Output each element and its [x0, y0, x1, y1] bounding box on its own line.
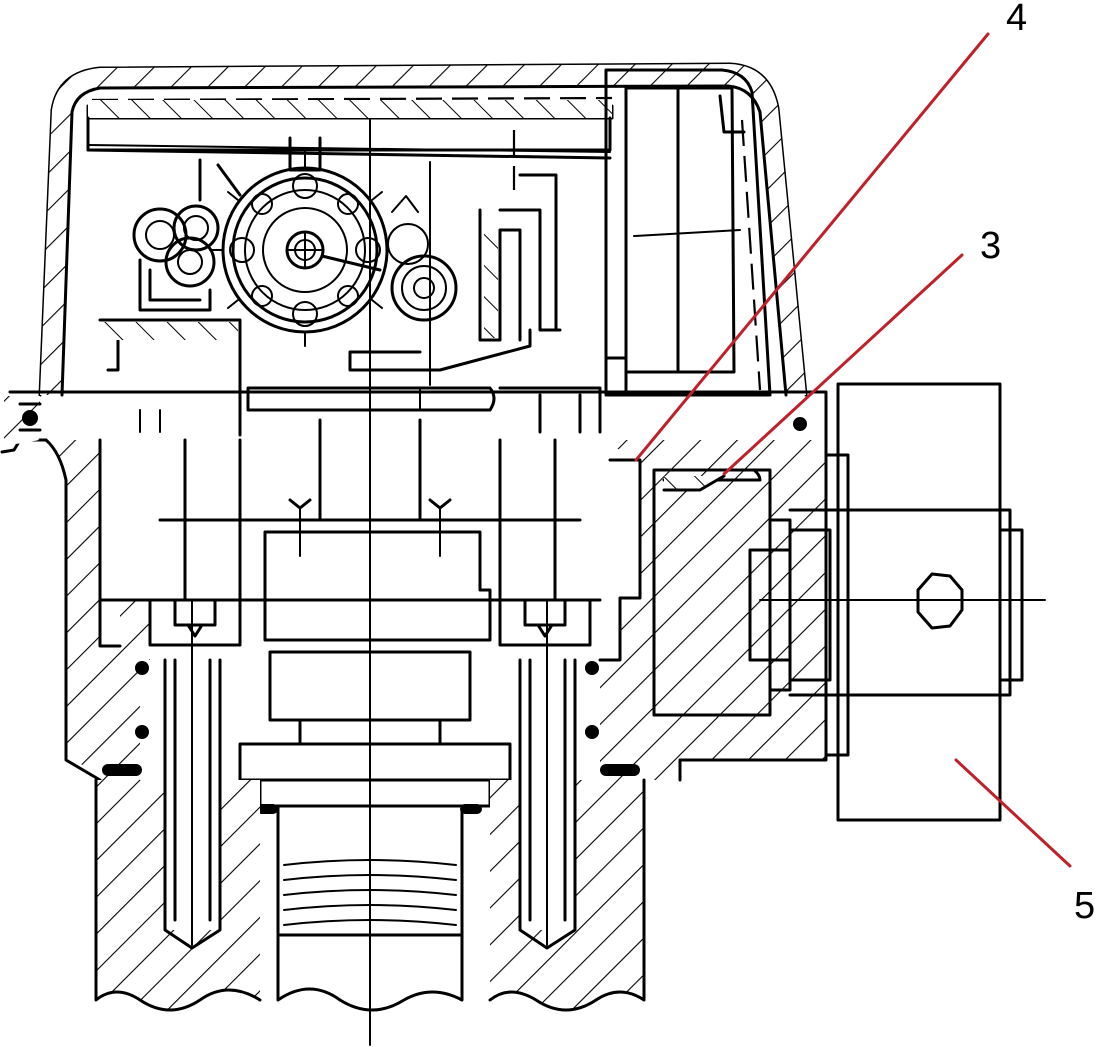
- cover-housing: [38, 62, 808, 397]
- callout-5: 5: [1074, 885, 1095, 927]
- right-insert: [604, 68, 772, 397]
- lower-base: [94, 778, 646, 1012]
- callout-3: 3: [980, 225, 1001, 267]
- centre-lines: [191, 119, 548, 1046]
- connector-plug: [759, 382, 1046, 822]
- leader-4: [634, 32, 990, 462]
- main-body: [44, 418, 832, 932]
- callout-leaders: [634, 32, 1072, 868]
- internal-plate: [98, 318, 602, 437]
- gear-mechanism: [132, 130, 562, 386]
- leader-3: [722, 253, 964, 476]
- leader-5: [954, 758, 1072, 868]
- callout-labels: 4 3 5: [980, 0, 1095, 927]
- callout-4: 4: [1006, 0, 1027, 39]
- flange-seal: [0, 390, 828, 454]
